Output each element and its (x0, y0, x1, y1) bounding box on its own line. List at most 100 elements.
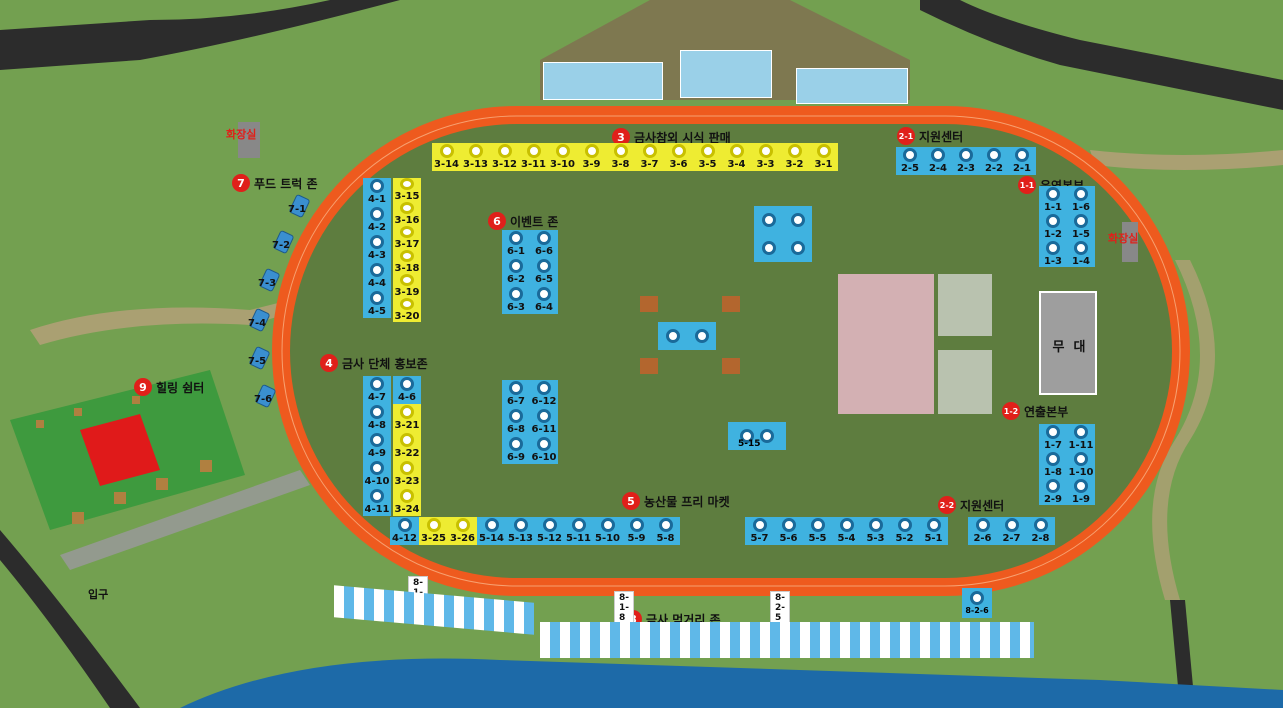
booth-3-15[interactable]: 3-15 (393, 178, 421, 202)
booth-5-8[interactable]: 5-8 (651, 517, 680, 545)
booth-1-9[interactable]: 1-9 (1067, 478, 1095, 505)
booth-1-2[interactable]: 1-2 (1039, 213, 1067, 240)
booth-2-8[interactable]: 2-8 (1026, 517, 1055, 545)
booth-6-1[interactable]: 6-1 (502, 230, 530, 258)
booth-6-9[interactable]: 6-9 (502, 436, 530, 464)
booth-3-11[interactable]: 3-11 (519, 143, 548, 171)
booth-4-3[interactable]: 4-3 (363, 234, 391, 262)
booth-3-17[interactable]: 3-17 (393, 226, 421, 250)
booth-3-19[interactable]: 3-19 (393, 274, 421, 298)
booth-5-15[interactable]: 5-15 (728, 422, 786, 450)
food-booth-8-1-8[interactable]: 8-1-8 (614, 591, 634, 625)
booth-1-6[interactable]: 1-6 (1067, 186, 1095, 213)
toilet-right-label[interactable]: 화장실 (1108, 232, 1139, 245)
booth-3-26[interactable]: 3-26 (448, 517, 477, 545)
booth-6-7[interactable]: 6-7 (502, 380, 530, 408)
booth-3-4[interactable]: 3-4 (722, 143, 751, 171)
zone-3-title[interactable]: 3 금사참외 시식 판매 (612, 128, 731, 146)
booth-3-25[interactable]: 3-25 (419, 517, 448, 545)
booth-5-2[interactable]: 5-2 (890, 517, 919, 545)
booth-3-1[interactable]: 3-1 (809, 143, 838, 171)
zone-5-title[interactable]: 5 농산물 프리 마켓 (622, 492, 730, 510)
booth-5-10[interactable]: 5-10 (593, 517, 622, 545)
booth-5-6[interactable]: 5-6 (774, 517, 803, 545)
booth-3-9[interactable]: 3-9 (577, 143, 606, 171)
center-booth-block[interactable] (754, 206, 812, 262)
booth-5-14[interactable]: 5-14 (477, 517, 506, 545)
booth-4-4[interactable]: 4-4 (363, 262, 391, 290)
booth-2-3[interactable]: 2-3 (952, 147, 980, 175)
booth-1-4[interactable]: 1-4 (1067, 240, 1095, 267)
booth-3-6[interactable]: 3-6 (664, 143, 693, 171)
booth-1-11[interactable]: 1-11 (1067, 424, 1095, 451)
booth-3-2[interactable]: 3-2 (780, 143, 809, 171)
booth-3-16[interactable]: 3-16 (393, 202, 421, 226)
zone-2-1-title[interactable]: 2-1 지원센터 (897, 127, 963, 145)
center-small-booth[interactable] (658, 322, 716, 350)
booth-3-23[interactable]: 3-23 (393, 460, 421, 488)
booth-6-10[interactable]: 6-10 (530, 436, 558, 464)
booth-6-2[interactable]: 6-2 (502, 258, 530, 286)
booth-5-13[interactable]: 5-13 (506, 517, 535, 545)
booth-2-2[interactable]: 2-2 (980, 147, 1008, 175)
booth-6-5[interactable]: 6-5 (530, 258, 558, 286)
booth-6-6[interactable]: 6-6 (530, 230, 558, 258)
booth-3-14[interactable]: 3-14 (432, 143, 461, 171)
booth-5-5[interactable]: 5-5 (803, 517, 832, 545)
booth-3-24[interactable]: 3-24 (393, 488, 421, 516)
booth-1-5[interactable]: 1-5 (1067, 213, 1095, 240)
booth-4-7[interactable]: 4-7 (363, 376, 391, 404)
zone-4-title[interactable]: 4 금사 단체 홍보존 (320, 354, 428, 372)
booth-4-8[interactable]: 4-8 (363, 404, 391, 432)
booth-3-10[interactable]: 3-10 (548, 143, 577, 171)
booth-5-7[interactable]: 5-7 (745, 517, 774, 545)
booth-3-5[interactable]: 3-5 (693, 143, 722, 171)
booth-3-20[interactable]: 3-20 (393, 298, 421, 322)
booth-3-13[interactable]: 3-13 (461, 143, 490, 171)
booth-4-1[interactable]: 4-1 (363, 178, 391, 206)
booth-4-9[interactable]: 4-9 (363, 432, 391, 460)
food-booth-8-2-5[interactable]: 8-2-5 (770, 591, 790, 625)
booth-1-8[interactable]: 1-8 (1039, 451, 1067, 478)
zone-9-title[interactable]: 9 힐링 쉼터 (134, 378, 204, 396)
booth-1-10[interactable]: 1-10 (1067, 451, 1095, 478)
booth-4-5[interactable]: 4-5 (363, 290, 391, 318)
booth-3-12[interactable]: 3-12 (490, 143, 519, 171)
booth-1-1[interactable]: 1-1 (1039, 186, 1067, 213)
stage-label[interactable]: 무 대 (1052, 340, 1086, 355)
booth-3-8[interactable]: 3-8 (606, 143, 635, 171)
booth-4-2[interactable]: 4-2 (363, 206, 391, 234)
zone-1-2-title[interactable]: 1-2 연출본부 (1002, 402, 1068, 420)
booth-6-8[interactable]: 6-8 (502, 408, 530, 436)
booth-4-11[interactable]: 4-11 (363, 488, 391, 516)
booth-5-9[interactable]: 5-9 (622, 517, 651, 545)
booth-6-3[interactable]: 6-3 (502, 286, 530, 314)
zone-2-2-title[interactable]: 2-2 지원센터 (938, 496, 1004, 514)
booth-3-3[interactable]: 3-3 (751, 143, 780, 171)
booth-8-2-6[interactable]: 8-2-6 (962, 588, 992, 618)
booth-2-9[interactable]: 2-9 (1039, 478, 1067, 505)
booth-5-3[interactable]: 5-3 (861, 517, 890, 545)
booth-3-21[interactable]: 3-21 (393, 404, 421, 432)
booth-3-18[interactable]: 3-18 (393, 250, 421, 274)
booth-5-12[interactable]: 5-12 (535, 517, 564, 545)
booth-1-3[interactable]: 1-3 (1039, 240, 1067, 267)
booth-5-1[interactable]: 5-1 (919, 517, 948, 545)
booth-3-22[interactable]: 3-22 (393, 432, 421, 460)
booth-5-4[interactable]: 5-4 (832, 517, 861, 545)
zone-7-title[interactable]: 7 푸드 트럭 존 (232, 174, 318, 192)
booth-2-6[interactable]: 2-6 (968, 517, 997, 545)
booth-2-7[interactable]: 2-7 (997, 517, 1026, 545)
booth-6-11[interactable]: 6-11 (530, 408, 558, 436)
booth-6-12[interactable]: 6-12 (530, 380, 558, 408)
booth-4-12[interactable]: 4-12 (390, 517, 419, 545)
booth-1-7[interactable]: 1-7 (1039, 424, 1067, 451)
booth-4-10[interactable]: 4-10 (363, 460, 391, 488)
toilet-left-label[interactable]: 화장실 (226, 128, 257, 141)
booth-4-6[interactable]: 4-6 (393, 376, 421, 404)
entrance-label[interactable]: 입구 (88, 588, 109, 601)
booth-2-4[interactable]: 2-4 (924, 147, 952, 175)
booth-6-4[interactable]: 6-4 (530, 286, 558, 314)
booth-2-5[interactable]: 2-5 (896, 147, 924, 175)
zone-6-title[interactable]: 6 이벤트 존 (488, 212, 558, 230)
